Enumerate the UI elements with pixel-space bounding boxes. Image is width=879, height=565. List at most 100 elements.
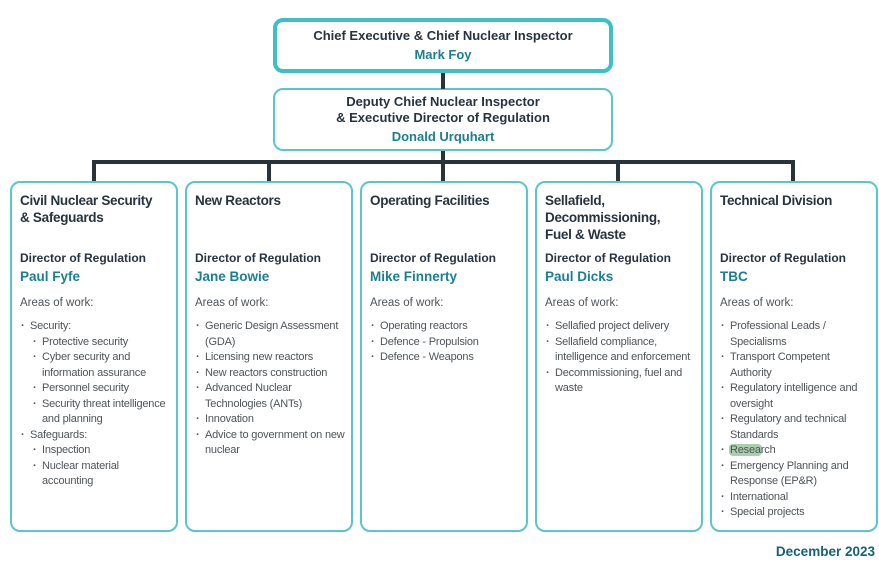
area-item: ·Protective security: [20, 335, 172, 351]
area-item: ·International: [720, 490, 872, 506]
division-card: Technical Division Director of Regulatio…: [710, 181, 878, 532]
area-item: ·Generic Design Assessment (GDA): [195, 319, 347, 350]
area-item: ·Transport Competent Authority: [720, 350, 872, 381]
area-item: ·Security:: [20, 319, 172, 335]
connector-drop: [791, 160, 795, 182]
connector-drop: [441, 160, 445, 182]
bullet-dot: ·: [21, 428, 25, 441]
bullet-dot: ·: [33, 444, 37, 456]
areas-of-work-list: ·Operating reactors·Defence - Propulsion…: [370, 319, 522, 366]
division-card: Civil Nuclear Security& Safeguards Direc…: [10, 181, 178, 532]
area-item: ·Research: [720, 443, 872, 459]
area-item: ·Special projects: [720, 505, 872, 521]
areas-of-work-label: Areas of work:: [545, 297, 619, 309]
director-name: Paul Fyfe: [20, 269, 81, 284]
area-item: ·Advice to government on new nuclear: [195, 428, 347, 459]
area-item: ·Operating reactors: [370, 319, 522, 335]
director-name: Jane Bowie: [195, 269, 270, 284]
director-of-regulation-label: Director of Regulation: [545, 251, 672, 265]
division-title: Sellafield,Decommissioning,Fuel & Waste: [545, 193, 661, 242]
areas-of-work-label: Areas of work:: [20, 297, 94, 309]
deputy-name: Donald Urquhart: [391, 129, 495, 144]
deputy-title-line2: & Executive Director of Regulation: [336, 110, 550, 125]
area-item: ·Decommissioning, fuel and waste: [545, 366, 697, 397]
director-of-regulation-label: Director of Regulation: [370, 251, 497, 265]
bullet-dot: ·: [371, 335, 375, 348]
bullet-dot: ·: [33, 335, 37, 348]
bullet-dot: ·: [721, 490, 725, 503]
chief-executive-name: Mark Foy: [414, 47, 472, 62]
areas-of-work-label: Areas of work:: [370, 297, 444, 309]
deputy-chief-box: Deputy Chief Nuclear Inspector & Executi…: [273, 88, 613, 151]
area-item: ·Advanced Nuclear Technologies (ANTs): [195, 381, 347, 412]
bullet-dot: ·: [546, 320, 550, 332]
area-item: ·Nuclear material accounting: [20, 459, 172, 490]
connector-deputy-to-bar: [441, 151, 445, 164]
area-item: ·Sellafield compliance, intelligence and…: [545, 335, 697, 366]
director-of-regulation-label: Director of Regulation: [720, 251, 847, 265]
connector-drop: [616, 160, 620, 182]
bullet-dot: ·: [33, 351, 37, 363]
footer-date: December 2023: [775, 544, 875, 559]
bullet-dot: ·: [196, 351, 200, 363]
chief-executive-box: Chief Executive & Chief Nuclear Inspecto…: [273, 18, 613, 73]
areas-of-work-list: ·Professional Leads / Specialisms·Transp…: [720, 319, 872, 521]
bullet-dot: ·: [721, 459, 725, 472]
areas-of-work-label: Areas of work:: [720, 297, 794, 309]
area-item: ·Emergency Planning and Response (EP&R): [720, 459, 872, 490]
area-item: ·Defence - Weapons: [370, 350, 522, 366]
bullet-dot: ·: [371, 351, 375, 363]
bullet-dot: ·: [33, 459, 37, 472]
highlight-mark: Resea: [729, 444, 762, 456]
bullet-dot: ·: [546, 335, 550, 348]
bullet-dot: ·: [196, 413, 200, 425]
bullet-dot: ·: [721, 351, 725, 363]
areas-of-work-label: Areas of work:: [195, 297, 269, 309]
deputy-title-line1: Deputy Chief Nuclear Inspector: [346, 94, 540, 109]
connector-drop: [92, 160, 96, 182]
bullet-dot: ·: [721, 382, 725, 394]
areas-of-work-list: ·Sellafied project delivery·Sellafield c…: [545, 319, 697, 397]
area-item: ·Sellafied project delivery: [545, 319, 697, 335]
bullet-dot: ·: [196, 382, 200, 394]
area-item: ·Innovation: [195, 412, 347, 428]
connector-drop: [267, 160, 271, 182]
director-name: Paul Dicks: [545, 269, 614, 284]
area-item: ·Inspection: [20, 443, 172, 459]
bullet-dot: ·: [33, 397, 37, 410]
bullet-dot: ·: [196, 428, 200, 441]
area-item: ·Safeguards:: [20, 428, 172, 444]
chief-executive-title: Chief Executive & Chief Nuclear Inspecto…: [313, 28, 573, 43]
director-of-regulation-label: Director of Regulation: [20, 251, 147, 265]
areas-of-work-list: ·Generic Design Assessment (GDA)·Licensi…: [195, 319, 347, 459]
divisions-row: Civil Nuclear Security& Safeguards Direc…: [10, 181, 878, 532]
bullet-dot: ·: [21, 320, 25, 332]
division-title: New Reactors: [195, 193, 281, 208]
bullet-dot: ·: [196, 366, 200, 379]
areas-of-work-list: ·Security:·Protective security·Cyber sec…: [20, 319, 172, 490]
division-title: Technical Division: [720, 193, 833, 208]
area-item: ·Cyber security and information assuranc…: [20, 350, 172, 381]
area-item: ·Regulatory and technical Standards: [720, 412, 872, 443]
bullet-dot: ·: [33, 382, 37, 394]
bullet-dot: ·: [371, 320, 375, 332]
division-title: Civil Nuclear Security& Safeguards: [20, 193, 153, 225]
area-item: ·Regulatory intelligence and oversight: [720, 381, 872, 412]
area-item: ·Security threat intelligence and planni…: [20, 397, 172, 428]
area-item: ·Professional Leads / Specialisms: [720, 319, 872, 350]
area-item: ·New reactors construction: [195, 366, 347, 382]
division-title: Operating Facilities: [370, 193, 490, 208]
bullet-dot: ·: [546, 366, 550, 379]
bullet-dot: ·: [721, 444, 725, 456]
division-card: Operating Facilities Director of Regulat…: [360, 181, 528, 532]
area-item: ·Licensing new reactors: [195, 350, 347, 366]
connector-top-to-deputy: [441, 73, 445, 89]
bullet-dot: ·: [721, 506, 725, 518]
division-card: New Reactors Director of Regulation Jane…: [185, 181, 353, 532]
director-of-regulation-label: Director of Regulation: [195, 251, 322, 265]
bullet-dot: ·: [721, 320, 725, 332]
director-name: TBC: [720, 269, 748, 284]
area-item: ·Defence - Propulsion: [370, 335, 522, 351]
director-name: Mike Finnerty: [370, 269, 458, 284]
